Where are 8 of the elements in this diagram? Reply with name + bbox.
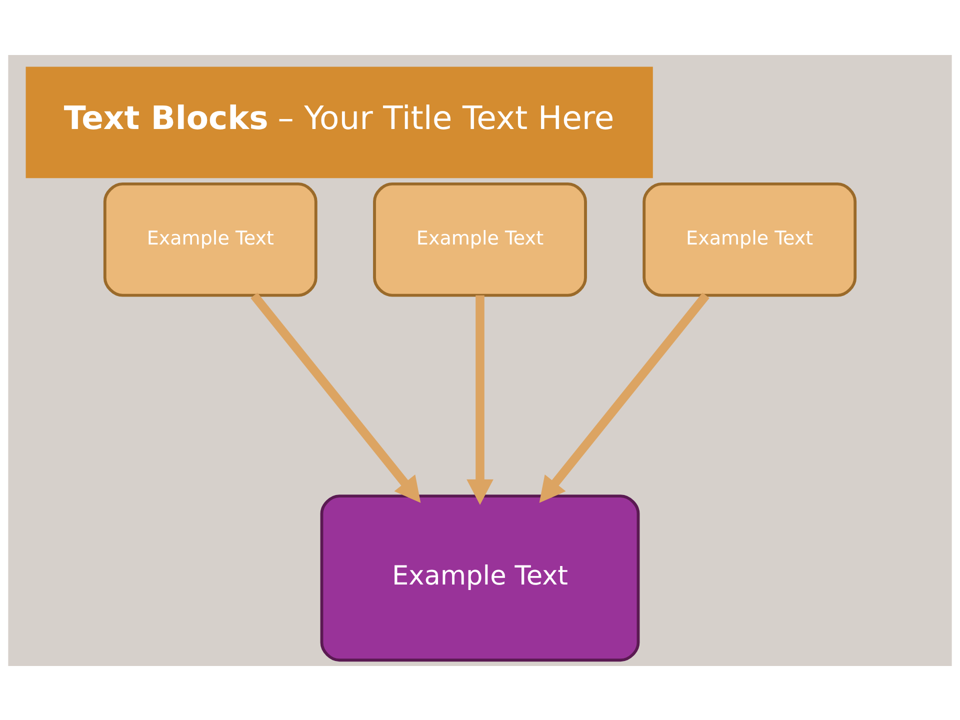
node-box: Example Text <box>642 182 857 296</box>
diagram-title: Text Blocks – Your Title Text Here <box>64 98 614 137</box>
arrow <box>539 292 710 502</box>
node-box: Example Text <box>103 182 318 296</box>
arrow <box>250 292 421 502</box>
arrow <box>466 294 494 504</box>
node-box: Example Text <box>373 182 587 296</box>
node-box: Example Text <box>320 494 640 662</box>
